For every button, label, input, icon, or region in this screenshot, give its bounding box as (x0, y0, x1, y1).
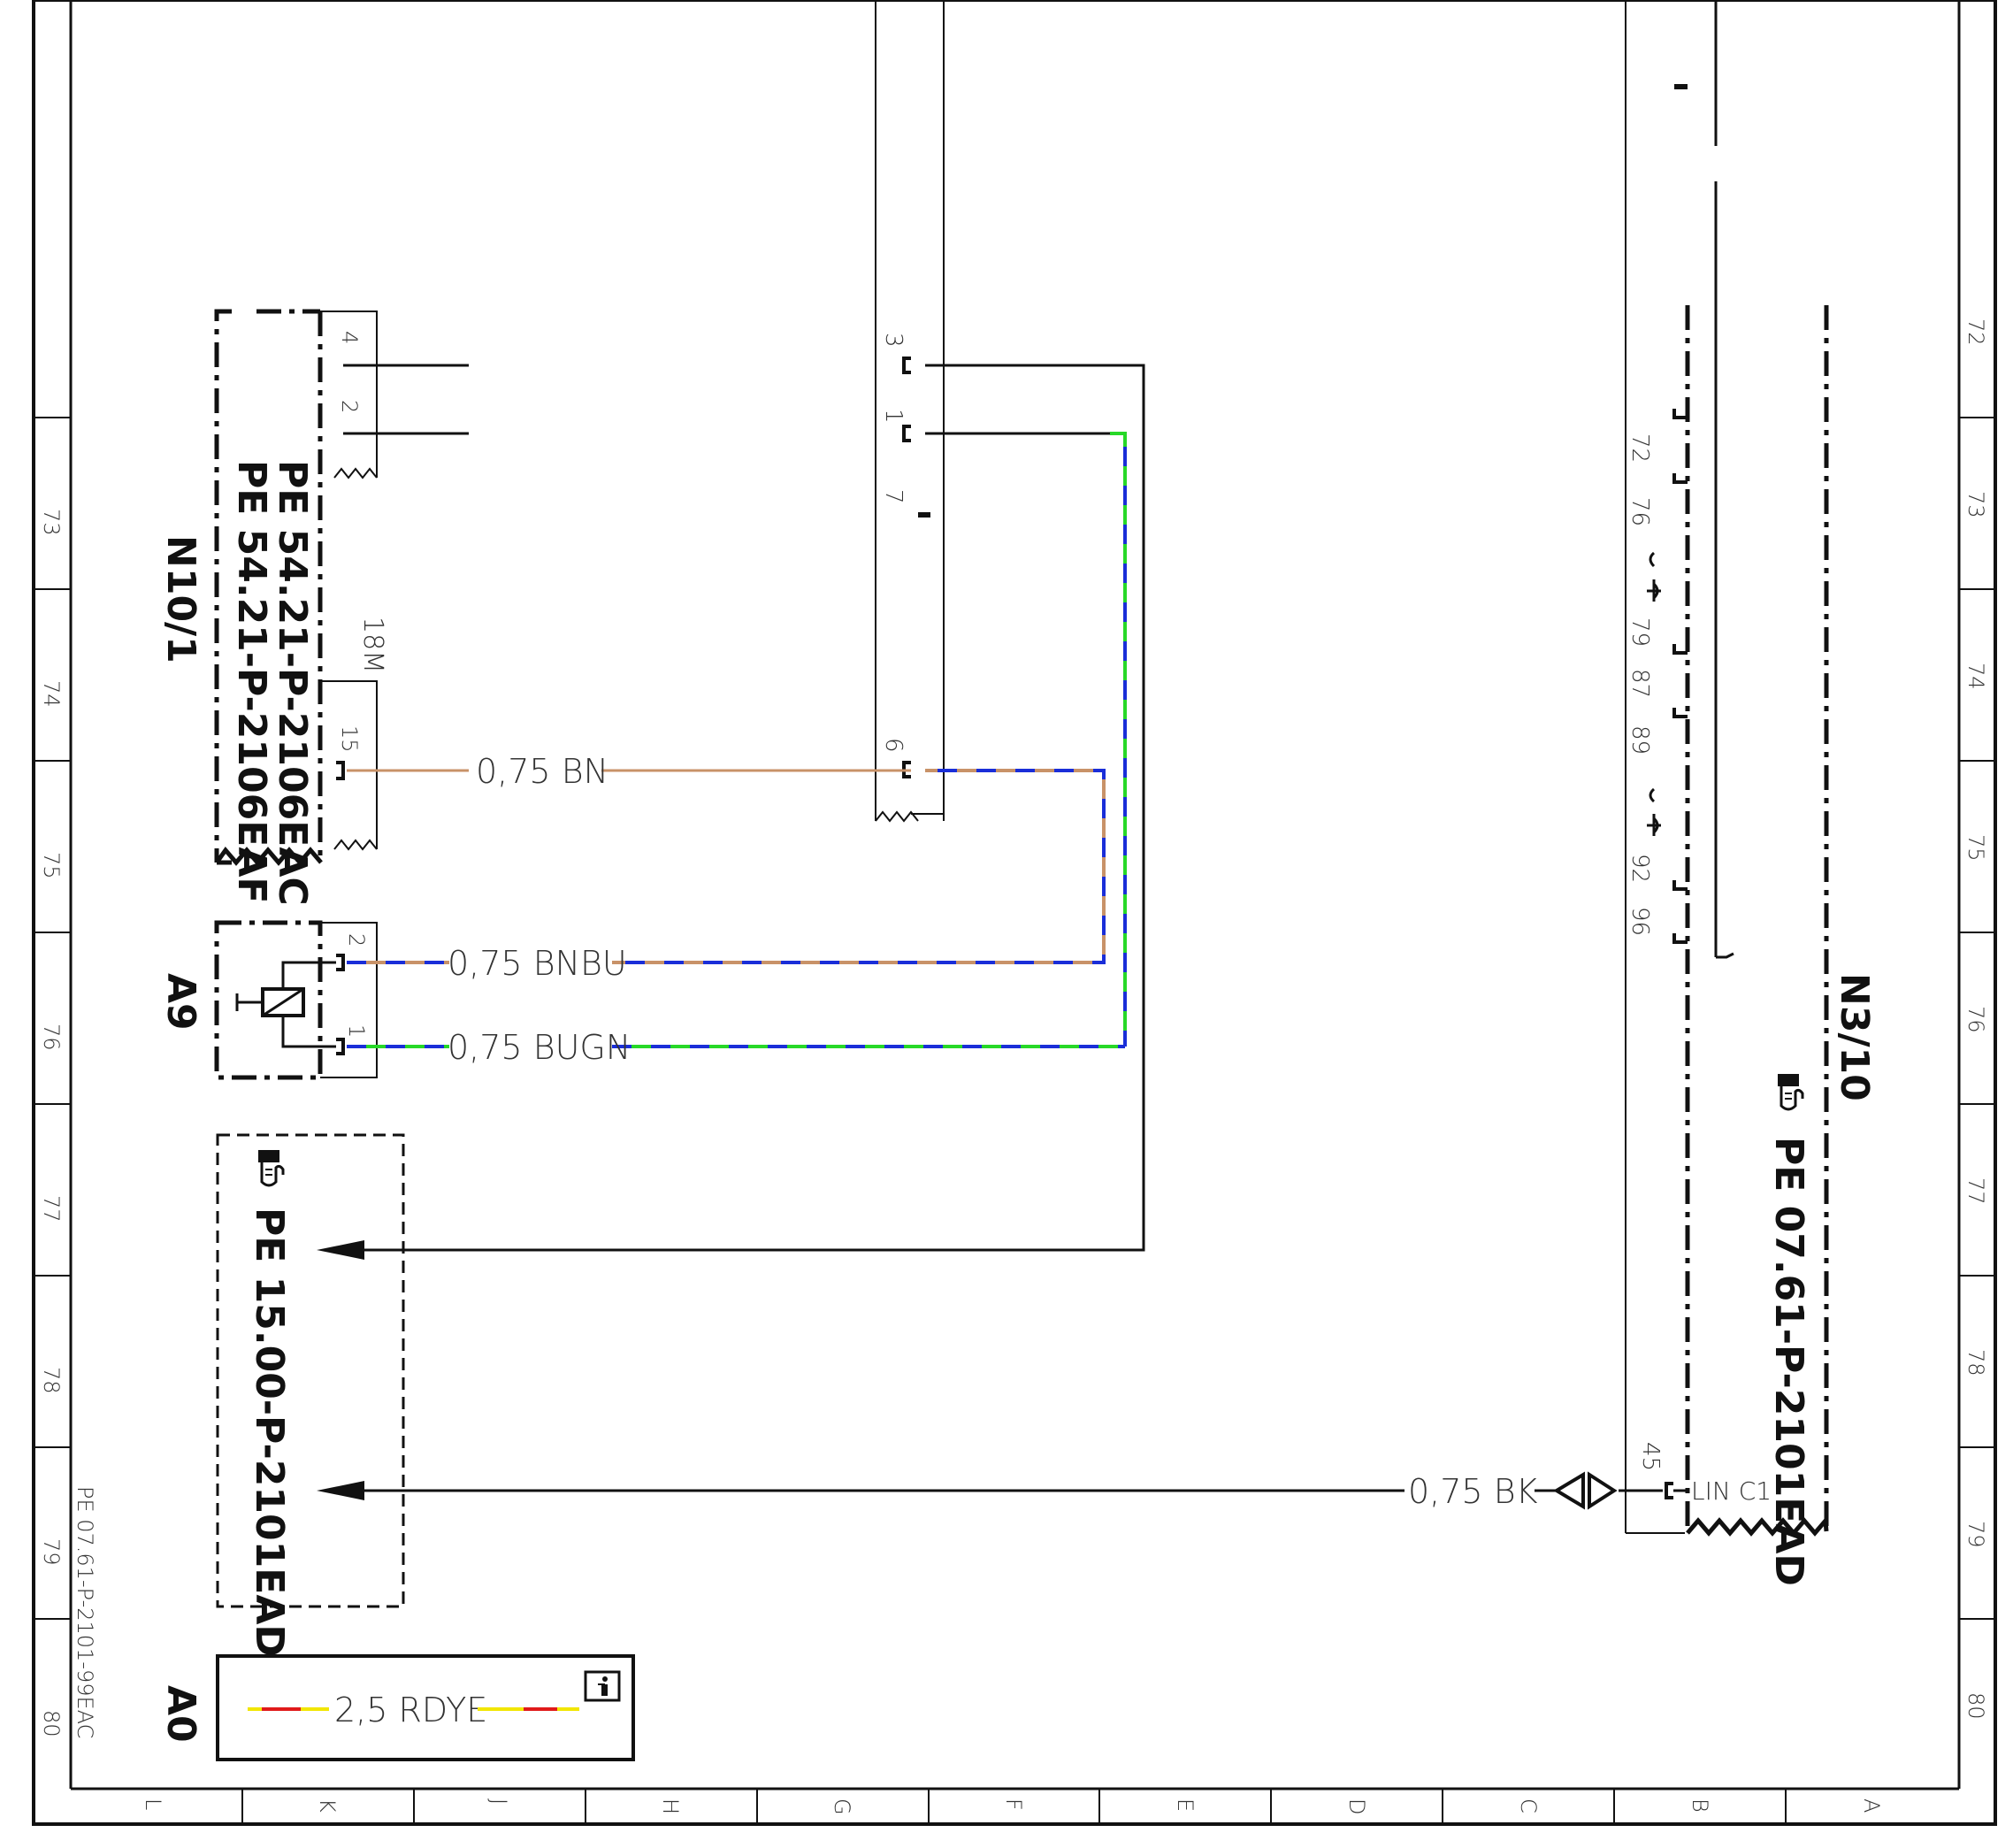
row-label-74-right: 74 (1963, 663, 1988, 690)
n10-1-pin-4: 4 (337, 331, 362, 344)
col-label-j: J (486, 1798, 511, 1805)
row-label-79-right: 79 (1963, 1521, 1988, 1548)
row-label-72-right: 72 (1963, 318, 1988, 346)
col-label-c: C (1516, 1798, 1541, 1813)
doc-reference: PE 07.61-P-2101-99EAC (73, 1486, 97, 1738)
reference-box-pe15: PE 15.00-P-2101EAD (216, 1133, 405, 1657)
n3-10-pin-89: 89 (1626, 725, 1653, 755)
n3-10-pin-87: 87 (1626, 669, 1653, 698)
n10-1-pin-15: 15 (337, 725, 362, 753)
wire-bugn-vertical (1110, 432, 1127, 1047)
wire-label-bnbu: 0,75 BNBU (448, 944, 627, 983)
n3-10-pin-72: 72 (1626, 433, 1653, 463)
n10-1-ref-2: PE 54.21-P-2106EAF (229, 460, 274, 903)
col-label-h: H (658, 1798, 683, 1814)
col-label-k: K (315, 1798, 340, 1813)
wire-label-bn: 0,75 BN (476, 752, 608, 791)
n3-10-name: N3/10 (1832, 973, 1877, 1101)
a0-name: A0 (158, 1685, 203, 1743)
component-a9: A9 2 1 (158, 920, 378, 1080)
row-label-76-right: 76 (1963, 1006, 1988, 1033)
n3-10-reference: PE 07.61-P-2101EAD (1766, 1137, 1811, 1586)
col-label-l: L (141, 1798, 165, 1810)
component-a0: A0 2,5 RDYE (158, 1654, 635, 1761)
n10-1-name: N10/1 (158, 535, 203, 663)
row-label-74-left: 74 (39, 680, 64, 708)
wire-label-bk: 0,75 BK (1408, 1472, 1538, 1511)
row-label-80-left: 80 (39, 1710, 64, 1737)
row-label-75-right: 75 (1963, 834, 1988, 862)
connector-pin-3: 3 (880, 333, 907, 348)
sheet-frame (32, 0, 1997, 1826)
row-label-78-left: 78 (39, 1367, 64, 1394)
col-label-a: A (1859, 1798, 1884, 1813)
n3-10-pin-96: 96 (1626, 907, 1653, 936)
col-label-e: E (1173, 1798, 1198, 1812)
component-n3-10: 72 76 79 87 89 92 96 45 LIN C1 N3/10 PE … (1625, 0, 1877, 1586)
component-n10-1: N10/1 PE 54.21-P-2106EAC PE 54.21-P-2106… (158, 309, 469, 906)
col-label-f: F (1001, 1798, 1026, 1811)
plug-connector-icon (1553, 1471, 1618, 1510)
connector-center: 3 1 7 6 (875, 0, 945, 823)
n3-10-pin-45: 45 (1637, 1442, 1664, 1471)
n3-10-pin-79: 79 (1626, 617, 1653, 647)
row-label-80-right: 80 (1963, 1692, 1988, 1720)
a9-pin-1: 1 (344, 1024, 369, 1038)
row-label-73-left: 73 (39, 509, 64, 536)
a0-wire-label: 2,5 RDYE (334, 1691, 487, 1729)
n10-1-ref-1: PE 54.21-P-2106EAC (270, 460, 315, 906)
n10-1-pin-2: 2 (337, 400, 362, 413)
a9-name: A9 (158, 973, 203, 1031)
wire-label-bugn: 0,75 BUGN (448, 1028, 631, 1067)
n3-10-lin-label: LIN C1 (1691, 1476, 1772, 1506)
pe15-reference: PE 15.00-P-2101EAD (247, 1208, 292, 1657)
connector-pin-7: 7 (880, 489, 907, 504)
col-label-b: B (1688, 1798, 1712, 1813)
row-label-77-right: 77 (1963, 1177, 1988, 1205)
hand-pointer-icon-n3 (1778, 1074, 1804, 1111)
col-label-g: G (830, 1798, 854, 1815)
wire-black-pin3 (364, 364, 1145, 1252)
a9-pin-2: 2 (344, 933, 369, 947)
row-labels-left: 73 74 75 76 77 78 79 80 (39, 509, 64, 1737)
col-label-d: D (1344, 1798, 1369, 1814)
hand-pointer-icon (258, 1150, 285, 1187)
row-label-75-left: 75 (39, 852, 64, 879)
wire-labels: 0,75 BN 0,75 BNBU 0,75 BUGN 0,75 BK (448, 752, 1538, 1511)
row-label-73-right: 73 (1963, 491, 1988, 518)
row-label-77-left: 77 (39, 1195, 64, 1223)
column-labels: L K J H G F E D C B A (141, 1798, 1884, 1815)
row-label-79-left: 79 (39, 1538, 64, 1566)
row-label-76-left: 76 (39, 1024, 64, 1051)
n3-10-pin-labels: 72 76 79 87 89 92 96 45 (1626, 433, 1664, 1471)
connector-pin-1: 1 (880, 409, 907, 424)
info-icon (584, 1670, 621, 1702)
n10-1-connector-label: 18M (357, 617, 388, 673)
n3-10-pin-92: 92 (1626, 854, 1653, 883)
row-labels-right: 72 73 74 75 76 77 78 79 80 (1963, 318, 1988, 1720)
connector-pin-6: 6 (880, 738, 907, 753)
wires (347, 364, 1663, 1492)
row-label-78-right: 78 (1963, 1349, 1988, 1376)
n3-10-pin-76: 76 (1626, 497, 1653, 526)
